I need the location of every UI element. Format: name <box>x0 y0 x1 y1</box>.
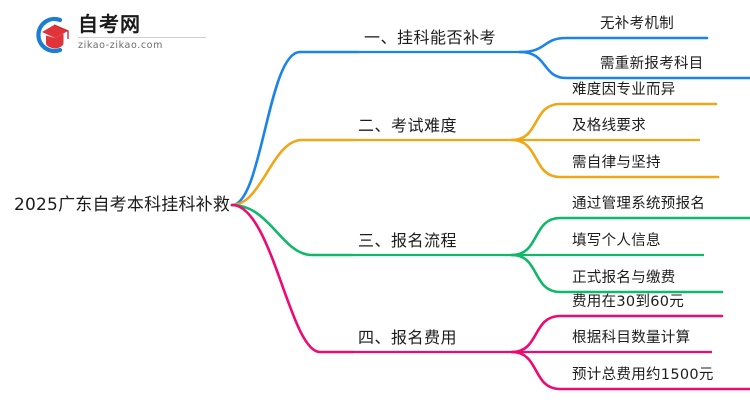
logo-subtitle: zikao-zikao.com <box>78 40 163 51</box>
leaf-node-4-1[interactable]: 费用在30到60元 <box>572 294 685 310</box>
leaf-node-4-3[interactable]: 预计总费用约1500元 <box>572 367 714 383</box>
leaf-node-2-3[interactable]: 需自律与坚持 <box>572 155 661 171</box>
leaf-node-2-1[interactable]: 难度因专业而异 <box>572 82 676 98</box>
edge-branch-3-to-leaf-3 <box>510 253 724 294</box>
edge-branch-1-to-leaf-2 <box>518 50 750 80</box>
mindmap-root-node[interactable]: 2025广东自考本科挂科补救 <box>14 195 231 215</box>
leaf-node-3-3[interactable]: 正式报名与缴费 <box>572 270 676 286</box>
branch-node-4[interactable]: 四、报名费用 <box>358 328 458 347</box>
edge-root-to-branch-3 <box>230 203 354 257</box>
edge-root-to-branch-4 <box>230 203 354 354</box>
leaf-node-1-1[interactable]: 无补考机制 <box>600 16 674 32</box>
branch-node-2[interactable]: 二、考试难度 <box>358 116 458 135</box>
edge-root-to-branch-1 <box>230 50 360 207</box>
branch-node-3[interactable]: 三、报名流程 <box>358 231 458 250</box>
leaf-node-1-2[interactable]: 需重新报考科目 <box>600 56 704 72</box>
logo-text-block: 自考网 zikao-zikao.com <box>78 12 218 56</box>
edge-branch-1-to-leaf-1 <box>518 36 709 54</box>
edge-branch-2-to-leaf-3 <box>510 138 720 179</box>
edge-root-to-branch-2 <box>230 138 354 207</box>
leaf-node-2-2[interactable]: 及格线要求 <box>572 118 646 134</box>
site-logo[interactable]: 自考网 zikao-zikao.com <box>30 12 220 58</box>
edge-branch-2-to-leaf-1 <box>510 102 718 142</box>
leaf-node-4-2[interactable]: 根据科目数量计算 <box>572 330 691 346</box>
leaf-node-3-1[interactable]: 通过管理系统预报名 <box>572 196 706 212</box>
logo-divider <box>78 37 206 38</box>
edge-branch-3-to-leaf-1 <box>510 216 750 257</box>
graduation-cap-logo-icon <box>36 16 69 54</box>
edge-branch-4-to-leaf-1 <box>510 314 724 354</box>
logo-title: 自考网 <box>78 12 141 36</box>
branch-node-1[interactable]: 一、挂科能否补考 <box>364 28 497 47</box>
edge-branch-4-to-leaf-3 <box>510 350 750 391</box>
leaf-node-3-2[interactable]: 填写个人信息 <box>572 233 661 249</box>
